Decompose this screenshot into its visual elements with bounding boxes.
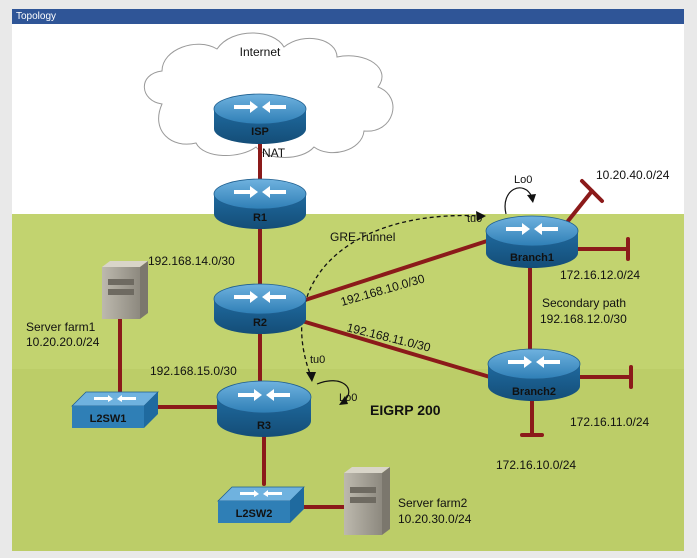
secondary-path-subnet-label: 192.168.12.0/30: [540, 312, 627, 326]
nat-label: NAT: [262, 146, 286, 160]
link-r2-branch2: [300, 319, 492, 379]
switch-arrows-icon: [94, 395, 136, 402]
r1-r2-subnet-label: 192.168.14.0/30: [148, 254, 235, 268]
branch1-lan-label: 172.16.12.0/24: [560, 268, 640, 282]
switch-l2sw1[interactable]: L2SW1: [71, 391, 159, 428]
lo0-arrow-branch1: [527, 194, 536, 203]
server-farm2-network: 10.20.30.0/24: [398, 512, 472, 526]
eigrp-label: EIGRP 200: [370, 402, 441, 418]
server-icon[interactable]: [102, 261, 148, 319]
router-arrows-icon: [234, 186, 286, 198]
lo0-loop-branch1: [504, 187, 533, 215]
branch2-label: Branch2: [512, 386, 556, 398]
router-arrows-icon: [234, 291, 286, 303]
router-arrows-icon: [238, 389, 290, 401]
router-arrows-icon: [508, 356, 560, 368]
topology-window: Internet: [12, 9, 684, 551]
r1-label: R1: [253, 212, 267, 224]
lo0-arrow-r3: [339, 396, 348, 405]
topology-canvas: Internet: [12, 32, 684, 551]
router-branch2[interactable]: Branch2: [487, 348, 581, 401]
gre-tunnel-label: GRE Tunnel: [330, 230, 395, 244]
r2-label: R2: [253, 317, 267, 329]
r3-label: R3: [257, 420, 271, 432]
router-r2[interactable]: R2: [213, 283, 307, 334]
server-icon[interactable]: [344, 467, 390, 535]
router-branch1[interactable]: Branch1: [485, 215, 579, 268]
branch2-lan-bottom-label: 172.16.10.0/24: [496, 458, 576, 472]
r2-r3-subnet-label: 192.168.15.0/30: [150, 364, 237, 378]
router-arrows-icon: [234, 101, 286, 113]
gre-arrow-branch1: [476, 211, 486, 221]
branch1-lo-network-label: 10.20.40.0/24: [596, 168, 670, 182]
tu0-r3-label: tu0: [310, 354, 325, 366]
gre-tunnel-path: [301, 214, 483, 380]
green-area-inner: [12, 369, 684, 551]
secondary-path-label: Secondary path: [542, 296, 626, 310]
window-title: Topology: [16, 11, 57, 22]
tu0-branch1-label: tu0: [467, 213, 482, 225]
router-arrows-icon: [506, 223, 558, 235]
gre-arrow-r3: [306, 372, 316, 382]
server-farm1-name: Server farm1: [26, 320, 96, 334]
isp-label: ISP: [251, 126, 269, 138]
branch2-lan-right-label: 172.16.11.0/24: [570, 415, 650, 429]
server-farm2-name: Server farm2: [398, 496, 468, 510]
link-r2-branch1: [300, 239, 489, 303]
lo0-loop-r3: [316, 380, 350, 402]
l2sw1-label: L2SW1: [90, 413, 127, 425]
terminator-branch1-lo: [580, 179, 604, 203]
router-isp[interactable]: ISP: [213, 93, 307, 144]
router-r1[interactable]: R1: [213, 178, 307, 229]
lo0-branch1-label: Lo0: [514, 174, 532, 186]
router-r3[interactable]: R3: [216, 380, 312, 437]
switch-arrows-icon: [240, 490, 282, 497]
internet-label: Internet: [240, 45, 281, 59]
server-farm1-network: 10.20.20.0/24: [26, 335, 100, 349]
lo0-r3-label: Lo0: [339, 392, 357, 404]
l2sw2-label: L2SW2: [236, 508, 273, 520]
window-titlebar: Topology: [12, 9, 684, 24]
terminators: [520, 179, 633, 437]
links: [118, 132, 632, 509]
link-branch1-lo: [566, 189, 594, 223]
switch-l2sw2[interactable]: L2SW2: [217, 486, 305, 523]
branch1-label: Branch1: [510, 252, 554, 264]
